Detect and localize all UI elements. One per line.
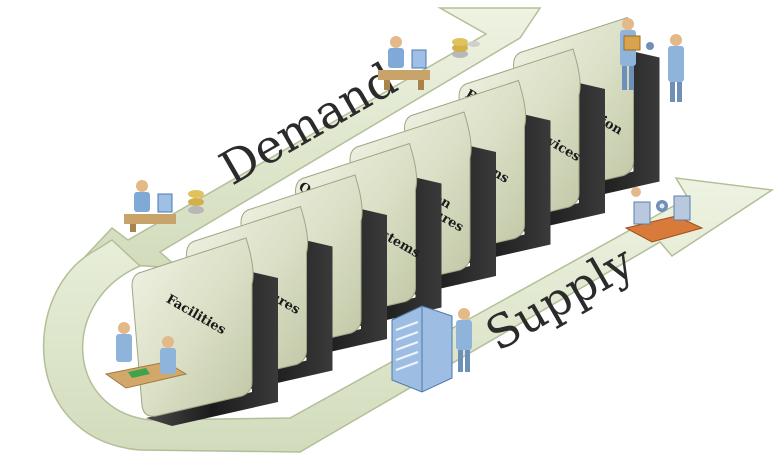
layer-panel-side (309, 177, 442, 332)
layer-panel-side (473, 83, 605, 237)
handshake-meeting-icon (104, 322, 188, 389)
server-rack-user-icon (391, 305, 472, 393)
layer-stack: ServicesOrchestrationBusiness ServicesAp… (131, 16, 660, 426)
supply-arrow (42, 177, 775, 453)
assembly-line-icon (624, 187, 704, 243)
layer-panel-side (418, 114, 551, 269)
layer-panel-side (200, 240, 333, 395)
coin-stack-icon (452, 38, 480, 58)
package-exchange-icon (620, 18, 684, 102)
user-at-desk-with-coins-icon (124, 180, 204, 232)
layer-panel-side (146, 272, 278, 426)
layer-panel-side (255, 209, 387, 363)
user-at-desk-icon (378, 36, 430, 90)
layer-panel-side (527, 51, 660, 206)
layer-panel-side (364, 146, 496, 300)
